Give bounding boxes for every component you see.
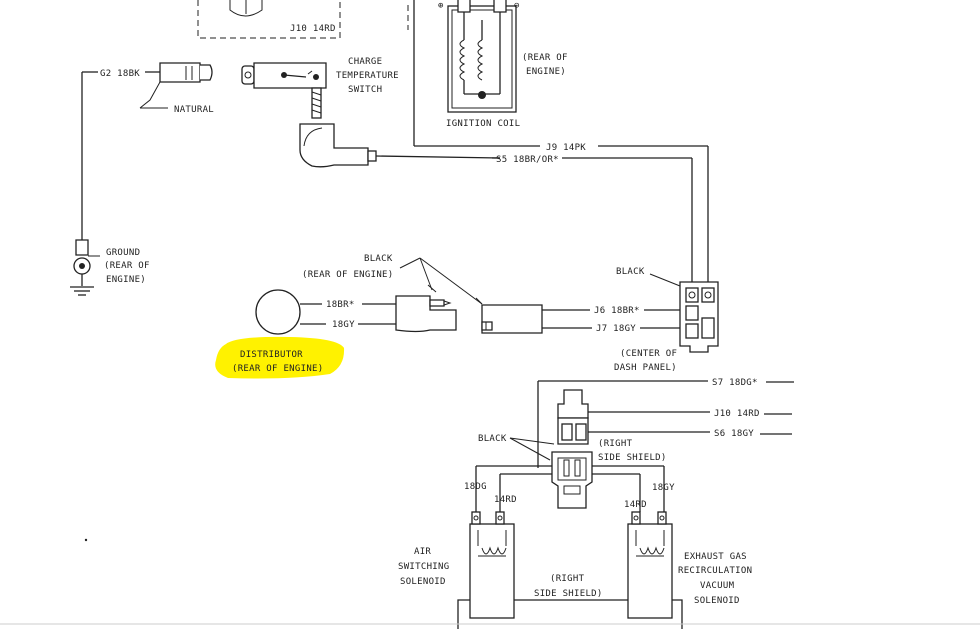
label-18dg: 18DG bbox=[464, 482, 487, 492]
side-shield-wires: S7 18DG* J10 14RD S6 18GY BLACK (RIGHT S… bbox=[464, 378, 794, 512]
charge-temperature-switch: CHARGE TEMPERATURE SWITCH bbox=[241, 57, 399, 119]
bottom-side-shield: (RIGHT SIDE SHIELD) bbox=[457, 574, 683, 629]
top-dashed-connector: J10 14RD bbox=[197, 0, 409, 39]
label-ignition-coil: IGNITION COIL bbox=[446, 119, 520, 129]
label-14rd-left: 14RD bbox=[494, 495, 517, 505]
label-18br: 18BR* bbox=[326, 300, 355, 310]
label-s7: S7 18DG* bbox=[712, 378, 758, 388]
label-charge-3: SWITCH bbox=[348, 85, 382, 95]
label-air-1: AIR bbox=[414, 547, 431, 557]
label-center-dash-1: (CENTER OF bbox=[620, 349, 677, 359]
air-switching-solenoid: AIR SWITCHING SOLENOID bbox=[398, 511, 515, 619]
label-j10-top: J10 14RD bbox=[290, 24, 336, 34]
ground-wire-g2: G2 18BK NATURAL GROUND (REAR OF ENGINE) bbox=[70, 62, 214, 296]
dash-panel-connector: BLACK (CENTER OF DASH PANEL) bbox=[614, 267, 719, 373]
label-ground-1: GROUND bbox=[106, 248, 140, 258]
label-right-shield-2: SIDE SHIELD) bbox=[598, 453, 667, 463]
svg-text:⊖: ⊖ bbox=[514, 1, 520, 11]
label-egr-2: RECIRCULATION bbox=[678, 566, 752, 576]
label-right-shield-bottom-2: SIDE SHIELD) bbox=[534, 589, 603, 599]
label-egr-1: EXHAUST GAS bbox=[684, 552, 747, 562]
label-black-1: BLACK bbox=[364, 254, 393, 264]
label-egr-4: SOLENOID bbox=[694, 596, 740, 606]
label-s6: S6 18GY bbox=[714, 429, 754, 439]
label-ground-3: ENGINE) bbox=[106, 275, 146, 285]
ignition-coil: ⊕ ⊖ (REAR OF ENGINE) IGNITION COIL bbox=[413, 0, 568, 147]
label-s5: S5 18BR/OR* bbox=[496, 155, 559, 165]
label-rear-coil-2: ENGINE) bbox=[526, 67, 566, 77]
label-egr-3: VACUUM bbox=[700, 581, 735, 591]
egr-vacuum-solenoid: EXHAUST GAS RECIRCULATION VACUUM SOLENOI… bbox=[627, 511, 752, 619]
label-18gy: 18GY bbox=[332, 320, 355, 330]
label-charge-2: TEMPERATURE bbox=[336, 71, 399, 81]
label-distributor-1: DISTRIBUTOR bbox=[240, 350, 303, 360]
charge-switch-connector-boot bbox=[299, 123, 501, 168]
svg-text:⊕: ⊕ bbox=[438, 1, 444, 11]
label-14rd-right: 14RD bbox=[624, 500, 647, 510]
label-g2: G2 18BK bbox=[100, 69, 140, 79]
label-natural: NATURAL bbox=[174, 105, 214, 115]
label-j6: J6 18BR* bbox=[594, 306, 640, 316]
label-18gy-right: 18GY bbox=[652, 483, 675, 493]
label-rear-coil-1: (REAR OF bbox=[522, 53, 568, 63]
label-black-dash: BLACK bbox=[616, 267, 645, 277]
label-j10: J10 14RD bbox=[714, 409, 760, 419]
label-center-dash-2: DASH PANEL) bbox=[614, 363, 677, 373]
label-black-shield: BLACK bbox=[478, 434, 507, 444]
label-ground-2: (REAR OF bbox=[104, 261, 150, 271]
label-right-shield-bottom-1: (RIGHT bbox=[550, 574, 585, 584]
label-air-2: SWITCHING bbox=[398, 562, 449, 572]
label-j7: J7 18GY bbox=[596, 324, 636, 334]
j9-s5-wires: J9 14PK S5 18BR/OR* bbox=[492, 143, 709, 288]
label-right-shield-1: (RIGHT bbox=[598, 439, 633, 449]
rear-engine-connectors: BLACK (REAR OF ENGINE) 18BR* 18GY DISTRI… bbox=[232, 254, 543, 374]
label-j9: J9 14PK bbox=[546, 143, 586, 153]
j6-j7-wires: J6 18BR* J7 18GY bbox=[542, 306, 680, 334]
label-charge-1: CHARGE bbox=[348, 57, 382, 67]
label-rear-engine-black: (REAR OF ENGINE) bbox=[302, 270, 394, 280]
label-air-3: SOLENOID bbox=[400, 577, 446, 587]
label-distributor-2: (REAR OF ENGINE) bbox=[232, 364, 324, 374]
distributor-highlight bbox=[215, 336, 345, 379]
